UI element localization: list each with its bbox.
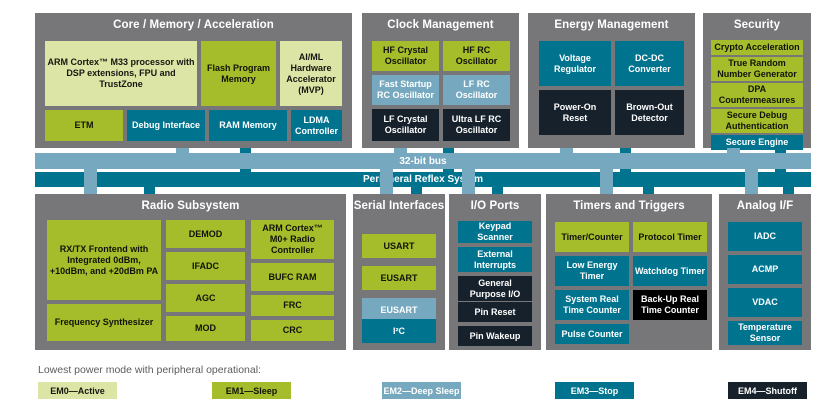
block-pulse-counter: Pulse Counter <box>555 324 629 344</box>
block-brown-out-detector: Brown-Out Detector <box>615 90 684 135</box>
panel-title-analog: Analog I/F <box>736 200 794 212</box>
block-acmp: ACMP <box>728 255 802 284</box>
block-power-on-reset: Power-On Reset <box>539 90 611 135</box>
panel-title-core: Core / Memory / Acceleration <box>113 19 274 31</box>
block-external-interrupts: External Interrupts <box>458 247 532 272</box>
legend-chip-em4: EM4—Shutoff <box>728 382 807 399</box>
block-arm-cortex-m33: ARM Cortex™ M33 processor with DSP exten… <box>45 41 197 106</box>
block-bufc-ram: BUFC RAM <box>251 263 334 291</box>
block-i2c: I²C <box>362 319 436 343</box>
block-hf-rc-oscillator: HF RC Oscillator <box>443 41 510 71</box>
block-arm-cortex-m0-radio-controller: ARM Cortex™ M0+ Radio Controller <box>251 220 334 259</box>
bus-stub-timers-a <box>600 169 613 194</box>
panel-io-ports: I/O Ports Keypad Scanner External Interr… <box>449 194 541 350</box>
panel-title-timers: Timers and Triggers <box>573 200 685 212</box>
panel-title-io-ports: I/O Ports <box>470 200 520 212</box>
bus-stub-radio-a <box>84 169 97 194</box>
block-secure-engine: Secure Engine <box>711 135 803 150</box>
block-ram-memory: RAM Memory <box>209 110 287 141</box>
block-flash-program-memory: Flash Program Memory <box>201 41 276 106</box>
legend-caption: Lowest power mode with peripheral operat… <box>38 364 261 376</box>
block-secure-debug-authentication: Secure Debug Authentication <box>711 109 803 133</box>
block-lf-crystal-oscillator: LF Crystal Oscillator <box>372 109 439 141</box>
block-crc: CRC <box>251 320 334 341</box>
block-debug-interface: Debug Interface <box>127 110 205 141</box>
block-frequency-synthesizer: Frequency Synthesizer <box>47 304 161 341</box>
panel-title-serial: Serial Interfaces <box>353 200 445 212</box>
bus-stub-radio-b <box>144 187 155 194</box>
panel-serial-interfaces: Serial Interfaces USART EUSART EUSART I²… <box>353 194 445 350</box>
block-voltage-regulator: Voltage Regulator <box>539 41 611 86</box>
block-system-real-time-counter: System Real Time Counter <box>555 290 629 320</box>
block-true-random-number-generator: True Random Number Generator <box>711 57 803 81</box>
bus-stub-core-a <box>176 148 189 154</box>
block-agc: AGC <box>166 284 245 312</box>
block-dc-dc-converter: DC-DC Converter <box>615 41 684 86</box>
block-pin-wakeup: Pin Wakeup <box>458 326 532 346</box>
block-watchdog-timer: Watchdog Timer <box>633 256 707 286</box>
block-temperature-sensor: Temperature Sensor <box>728 321 802 345</box>
peripheral-reflex-system-bus: Peripheral Reflex System <box>35 172 811 187</box>
bus-stub-timers-b <box>643 187 654 194</box>
panel-title-energy: Energy Management <box>554 19 669 31</box>
block-low-energy-timer: Low Energy Timer <box>555 256 629 286</box>
block-ifadc: IFADC <box>166 252 245 280</box>
block-mod: MOD <box>166 316 245 341</box>
block-ai-ml-hardware-accelerator: AI/ML Hardware Accelerator (MVP) <box>280 41 342 106</box>
block-ultra-lf-rc-oscillator: Ultra LF RC Oscillator <box>443 109 510 141</box>
bus-stub-io-a <box>462 169 475 194</box>
block-pin-reset: Pin Reset <box>458 302 532 322</box>
bus-stub-analog-a <box>745 169 758 194</box>
system-bus-32bit: 32-bit bus <box>35 153 811 169</box>
block-protocol-timer: Protocol Timer <box>633 222 707 252</box>
block-dpa-countermeasures: DPA Countermeasures <box>711 83 803 107</box>
system-bus-label: 32-bit bus <box>399 155 447 167</box>
block-general-purpose-io: General Purpose I/O <box>458 276 532 301</box>
prs-label: Peripheral Reflex System <box>362 174 484 185</box>
block-timer-counter: Timer/Counter <box>555 222 629 252</box>
block-demod: DEMOD <box>166 220 245 248</box>
bus-stub-analog-b <box>783 187 794 194</box>
panel-clock-management: Clock Management HF Crystal Oscillator H… <box>362 13 519 148</box>
block-frc: FRC <box>251 295 334 316</box>
legend-chip-em2: EM2—Deep Sleep <box>382 382 461 399</box>
block-usart: USART <box>362 234 436 258</box>
panel-title-clock: Clock Management <box>387 19 494 31</box>
block-crypto-acceleration: Crypto Acceleration <box>711 40 803 55</box>
panel-core-memory-acceleration: Core / Memory / Acceleration ARM Cortex™… <box>35 13 352 148</box>
bus-stub-security-a <box>727 148 740 154</box>
block-vdac: VDAC <box>728 288 802 317</box>
block-iadc: IADC <box>728 222 802 251</box>
bus-stub-clock-a <box>394 148 407 154</box>
bus-stub-serial-b <box>411 187 422 194</box>
block-rx-tx-frontend: RX/TX Frontend with Integrated 0dBm, +10… <box>47 220 161 300</box>
block-back-up-real-time-counter: Back-Up Real Time Counter <box>633 290 707 320</box>
bus-stub-serial-a <box>380 169 393 194</box>
block-ldma-controller: LDMA Controller <box>291 110 342 141</box>
panel-energy-management: Energy Management Voltage Regulator DC-D… <box>528 13 695 148</box>
panel-security: Security Crypto Acceleration True Random… <box>703 13 811 150</box>
block-hf-crystal-oscillator: HF Crystal Oscillator <box>372 41 439 71</box>
bus-stub-io-b <box>492 187 503 194</box>
panel-title-radio: Radio Subsystem <box>141 200 240 212</box>
block-etm: ETM <box>45 110 123 141</box>
legend-chip-em1: EM1—Sleep <box>212 382 291 399</box>
panel-radio-subsystem: Radio Subsystem RX/TX Frontend with Inte… <box>35 194 346 350</box>
block-fast-startup-rc-oscillator: Fast Startup RC Oscillator <box>372 75 439 105</box>
panel-analog-if: Analog I/F IADC ACMP VDAC Temperature Se… <box>719 194 811 350</box>
panel-title-security: Security <box>733 19 781 31</box>
legend-chip-em0: EM0—Active <box>38 382 117 399</box>
block-keypad-scanner: Keypad Scanner <box>458 221 532 243</box>
legend-chip-em3: EM3—Stop <box>555 382 634 399</box>
panel-timers-and-triggers: Timers and Triggers Timer/Counter Protoc… <box>546 194 712 350</box>
block-eusart-2: EUSART <box>362 298 436 322</box>
block-eusart-1: EUSART <box>362 266 436 290</box>
block-lf-rc-oscillator: LF RC Oscillator <box>443 75 510 105</box>
bus-stub-energy-a <box>560 148 573 154</box>
